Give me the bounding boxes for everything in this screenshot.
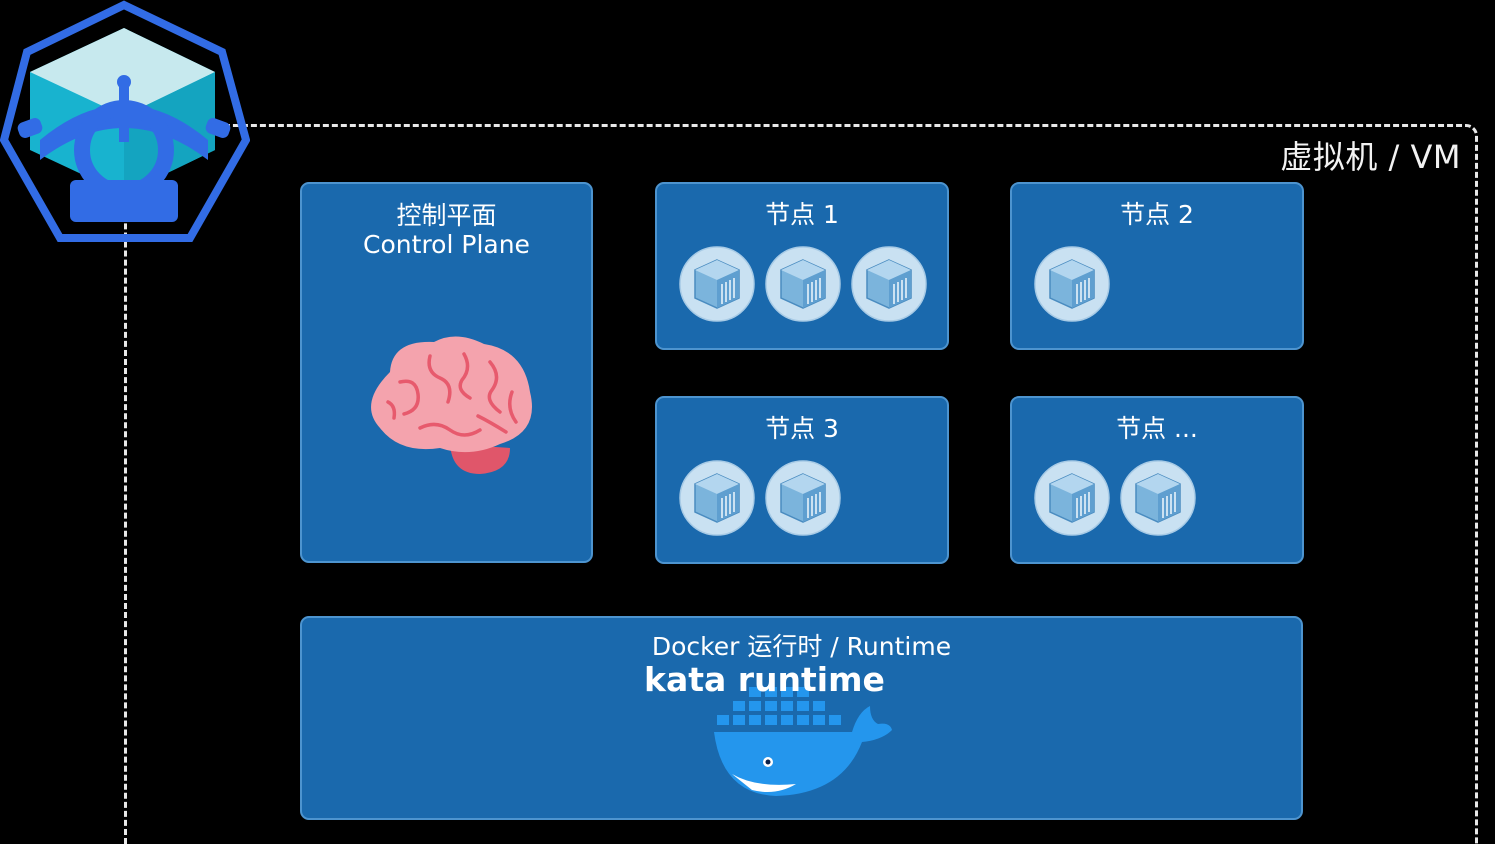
node-box-1: 节点 1: [655, 182, 949, 350]
node-box-2: 节点 2: [1010, 182, 1304, 350]
runtime-title: Docker 运行时 / Runtime: [651, 632, 952, 661]
container-pod-icon: [1034, 460, 1110, 536]
node-title: 节点 3: [765, 414, 839, 443]
node-title: 节点 ...: [1116, 414, 1198, 443]
control-plane-box: 控制平面 Control Plane: [300, 182, 593, 563]
control-plane-title-cn: 控制平面: [396, 201, 497, 230]
brain-icon: [371, 336, 532, 474]
node-box-3: 节点 3: [655, 396, 949, 564]
node-title: 节点 2: [1120, 200, 1194, 229]
node-box-more: 节点 ...: [1010, 396, 1304, 564]
runtime-box: Docker 运行时 / Runtime kata runtime: [300, 616, 1303, 820]
container-pod-icon: [851, 246, 927, 322]
container-pod-icon: [1120, 460, 1196, 536]
control-plane-title-en: Control Plane: [363, 230, 530, 259]
node-title: 节点 1: [765, 200, 839, 229]
container-pod-icon: [679, 246, 755, 322]
kubernetes-helm-icon: [0, 0, 250, 242]
docker-whale-icon: [714, 685, 892, 796]
container-pod-icon: [765, 246, 841, 322]
container-pod-icon: [679, 460, 755, 536]
vm-label: 虚拟机 / VM: [1280, 138, 1461, 176]
container-pod-icon: [1034, 246, 1110, 322]
runtime-subtitle: kata runtime: [644, 660, 885, 699]
container-pod-icon: [765, 460, 841, 536]
vm-boundary: [124, 124, 1478, 844]
